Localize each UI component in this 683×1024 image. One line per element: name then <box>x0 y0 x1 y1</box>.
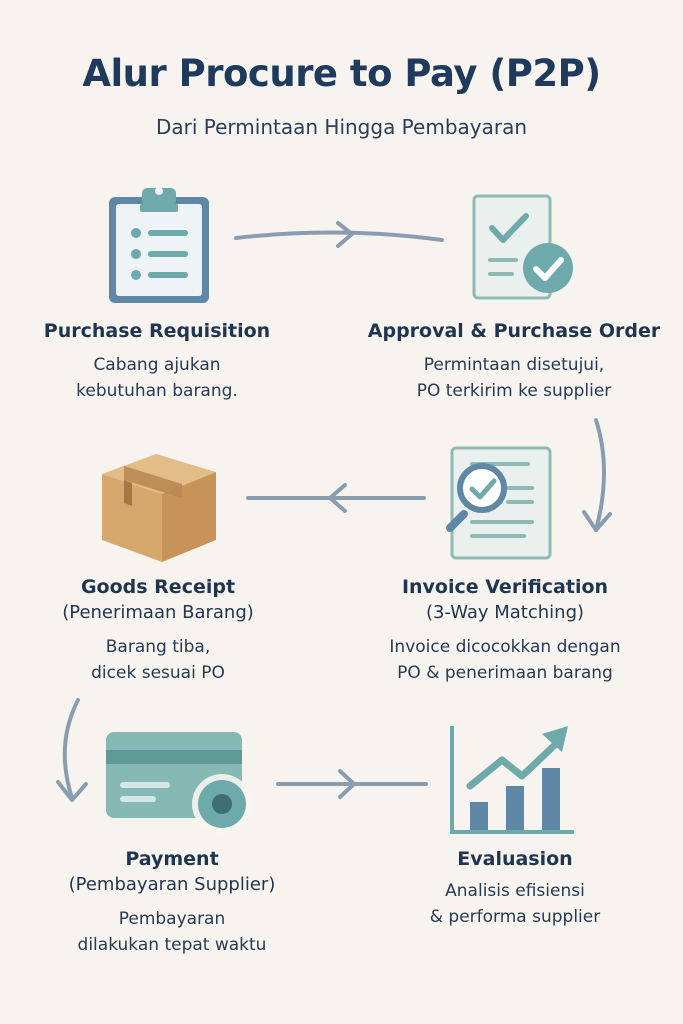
arrow-approval-to-invoice <box>594 418 606 532</box>
step-description: Pembayaran dilakukan tepat waktu <box>77 909 267 955</box>
step-goods-receipt: Goods Receipt (Penerimaan Barang) Barang… <box>22 574 294 686</box>
arrow-head-3 <box>328 483 347 513</box>
step-description: Permintaan disetujui, PO terkirim ke sup… <box>416 355 612 401</box>
arrow-head-5 <box>338 769 356 799</box>
step-subtitle: (Penerimaan Barang) <box>62 602 254 623</box>
step-title: Payment <box>125 848 219 870</box>
package-box-icon <box>102 454 216 562</box>
step-title: Invoice Verification <box>401 576 609 598</box>
arrow-requisition-to-approval <box>234 230 444 242</box>
step-payment: Payment (Pembayaran Supplier) Pembayaran… <box>22 846 322 958</box>
arrow-head-4 <box>56 780 88 802</box>
approved-document-icon <box>472 194 573 300</box>
step-title: Goods Receipt <box>80 576 236 598</box>
step-subtitle: (Pembayaran Supplier) <box>68 874 276 895</box>
step-invoice-verification: Invoice Verification (3-Way Matching) In… <box>350 574 660 686</box>
page-subtitle: Dari Permintaan Hingga Pembayaran <box>155 115 528 139</box>
arrow-receipt-to-payment <box>62 698 80 800</box>
step-title: Purchase Requisition <box>43 320 271 342</box>
step-purchase-requisition: Purchase Requisition Cabang ajukan kebut… <box>22 318 292 404</box>
clipboard-icon <box>109 187 209 303</box>
credit-card-icon <box>106 732 252 834</box>
arrow-head-2 <box>582 510 612 532</box>
step-description: Barang tiba, dicek sesuai PO <box>91 637 225 683</box>
step-evaluation: Evaluasion Analisis efisiensi & performa… <box>380 846 650 930</box>
step-description: Invoice dicocokkan dengan PO & penerimaa… <box>389 637 621 683</box>
step-title: Evaluasion <box>457 848 573 870</box>
invoice-search-icon <box>446 446 552 560</box>
step-description: Cabang ajukan kebutuhan barang. <box>76 355 238 401</box>
step-approval-purchase-order: Approval & Purchase Order Permintaan dis… <box>358 318 670 404</box>
arrow-head-1 <box>336 221 354 248</box>
step-title: Approval & Purchase Order <box>367 320 661 342</box>
step-description: Analisis efisiensi & performa supplier <box>429 881 601 927</box>
step-subtitle: (3-Way Matching) <box>425 602 585 623</box>
growth-chart-icon <box>450 726 574 834</box>
page-title: Alur Procure to Pay (P2P) <box>82 52 601 95</box>
